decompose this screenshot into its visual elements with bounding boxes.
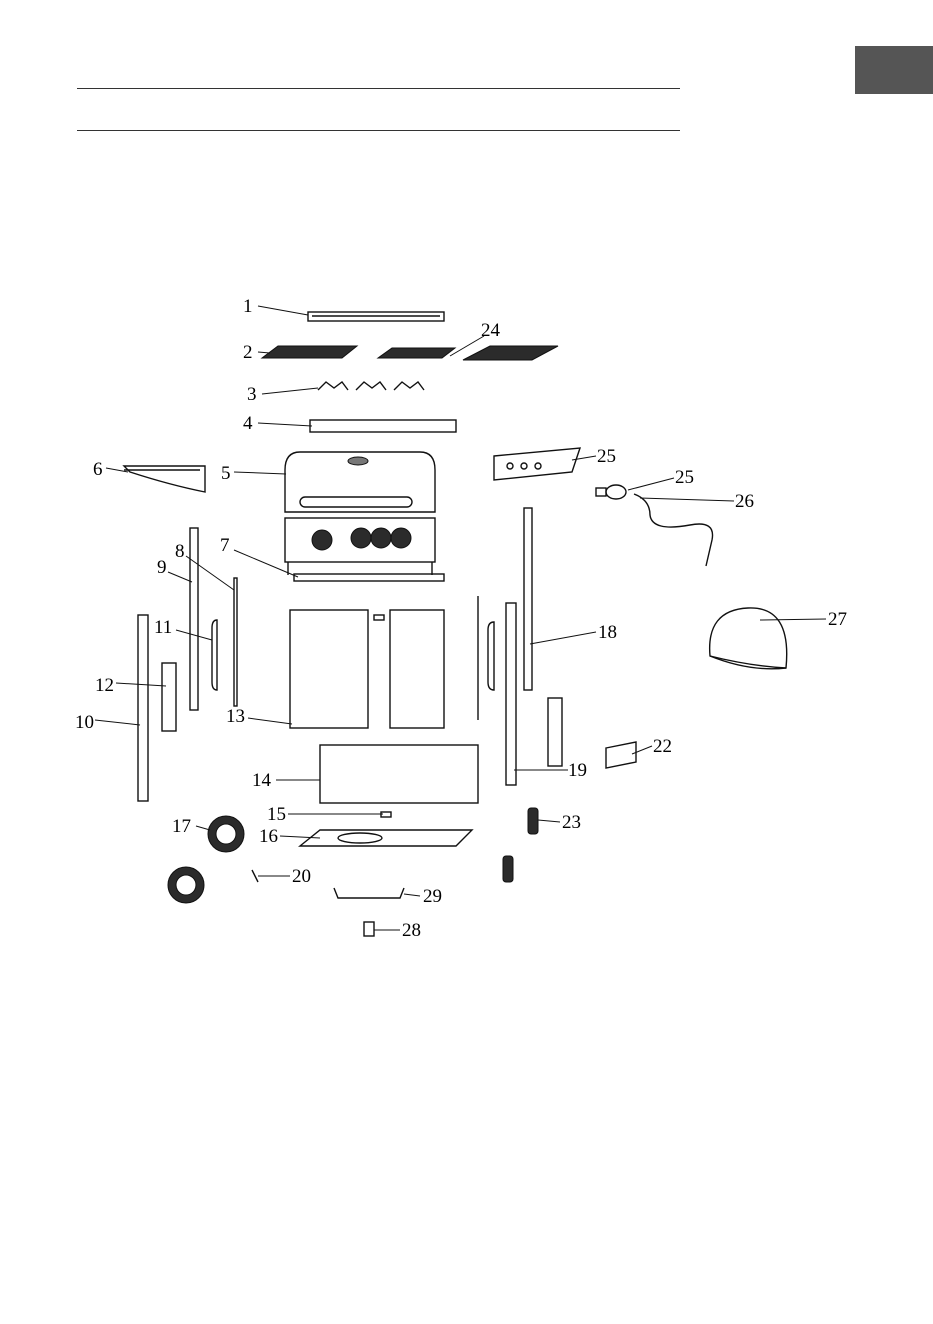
part-grill-body (285, 452, 435, 575)
part-warming-rack (308, 312, 444, 321)
part-leg-9 (190, 528, 198, 710)
part-side-panel-right (548, 698, 562, 766)
part-label: 26 (735, 491, 754, 512)
part-label: 28 (402, 920, 421, 941)
part-leg-18 (524, 508, 532, 690)
part-labels: 1 2 3 4 5 6 7 8 9 10 11 12 13 14 15 16 1… (75, 296, 847, 941)
part-handle-left (212, 620, 217, 690)
part-casters (503, 808, 538, 882)
part-label: 13 (226, 706, 245, 727)
part-label: 14 (252, 770, 272, 791)
part-label: 8 (175, 541, 185, 562)
part-leg-8 (234, 578, 237, 706)
part-label: 7 (220, 535, 230, 556)
part-front-rail (294, 574, 444, 581)
part-rod-29 (334, 888, 404, 898)
part-regulator (596, 485, 626, 499)
part-label: 16 (259, 826, 278, 847)
part-label: 9 (157, 557, 167, 578)
part-label: 10 (75, 712, 94, 733)
part-side-shelf (124, 466, 205, 492)
part-cooking-grids (262, 346, 558, 360)
part-doors (290, 596, 494, 728)
part-leg-19 (506, 603, 516, 785)
part-back-panel (320, 745, 478, 803)
part-gas-hose (634, 494, 713, 566)
part-label: 27 (828, 609, 847, 630)
part-bracket (606, 742, 636, 768)
part-label: 23 (562, 812, 581, 833)
part-label: 18 (598, 622, 617, 643)
part-clip-28 (364, 922, 374, 936)
part-label: 11 (154, 617, 172, 638)
part-label: 29 (423, 886, 442, 907)
part-side-panel-left (162, 663, 176, 731)
part-label: 17 (172, 816, 191, 837)
part-control-box (494, 448, 580, 480)
part-label: 24 (481, 320, 501, 341)
part-label: 3 (247, 384, 257, 405)
part-label: 2 (243, 342, 253, 363)
part-label: 5 (221, 463, 231, 484)
part-burner-plate (310, 420, 456, 432)
part-label: 4 (243, 413, 253, 434)
part-label: 22 (653, 736, 672, 757)
part-hose-ring (710, 608, 787, 669)
part-label: 25 (675, 467, 694, 488)
part-label: 20 (292, 866, 311, 887)
part-label: 6 (93, 459, 103, 480)
part-label: 15 (267, 804, 286, 825)
part-leg-10 (138, 615, 148, 801)
part-label: 19 (568, 760, 587, 781)
part-label: 1 (243, 296, 253, 317)
part-label: 12 (95, 675, 114, 696)
part-flame-tamers (318, 382, 424, 390)
part-bottom-tray (300, 830, 472, 846)
part-axle-pin (252, 870, 258, 882)
leader-lines (95, 306, 826, 930)
part-label: 25 (597, 446, 616, 467)
